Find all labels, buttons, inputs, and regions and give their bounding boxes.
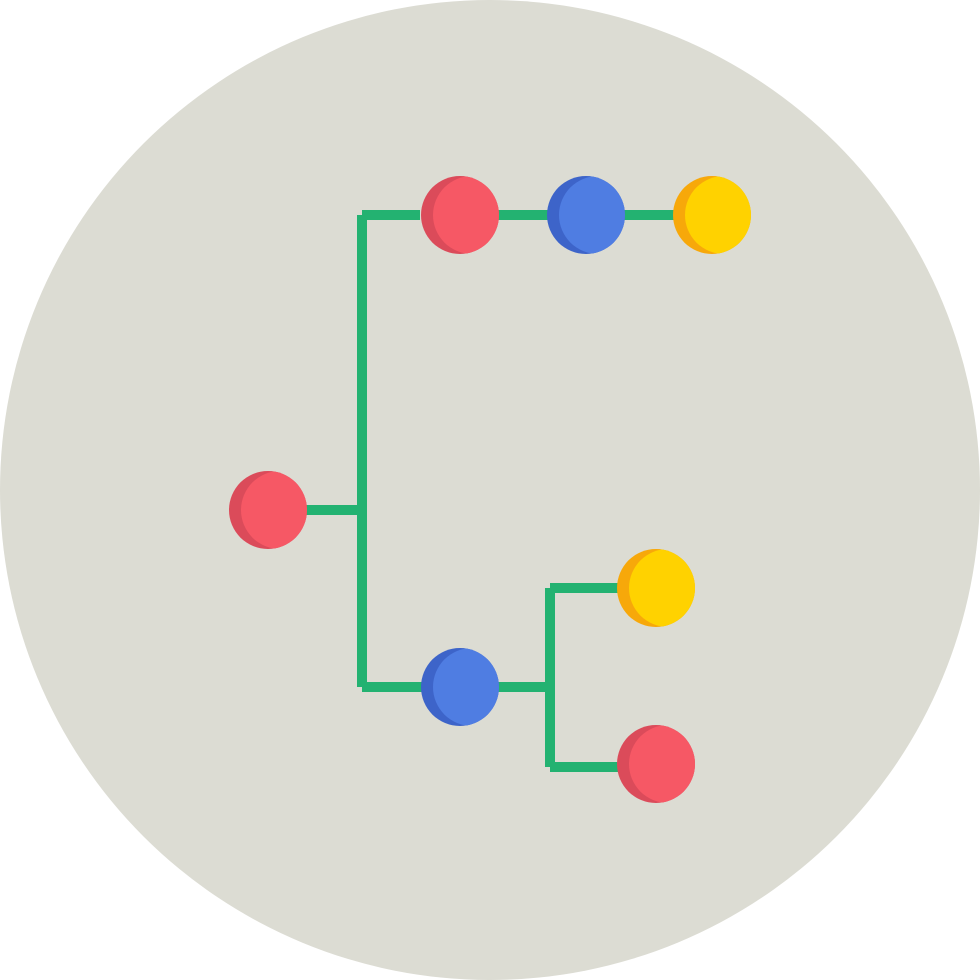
node-top-2 <box>547 176 625 254</box>
node-bottom-branch-face <box>433 648 499 726</box>
node-root <box>229 471 307 549</box>
node-bottom-leaf-lower <box>617 725 695 803</box>
node-bottom-leaf-lower-face <box>629 725 695 803</box>
node-bottom-leaf-upper <box>617 549 695 627</box>
node-top-3-face <box>685 176 751 254</box>
node-top-1-face <box>433 176 499 254</box>
node-bottom-leaf-upper-face <box>629 549 695 627</box>
node-top-3 <box>673 176 751 254</box>
node-root-face <box>241 471 307 549</box>
node-top-2-face <box>559 176 625 254</box>
tree-nodes <box>229 176 751 803</box>
node-bottom-branch <box>421 648 499 726</box>
node-top-1 <box>421 176 499 254</box>
connector-lines <box>305 210 674 772</box>
